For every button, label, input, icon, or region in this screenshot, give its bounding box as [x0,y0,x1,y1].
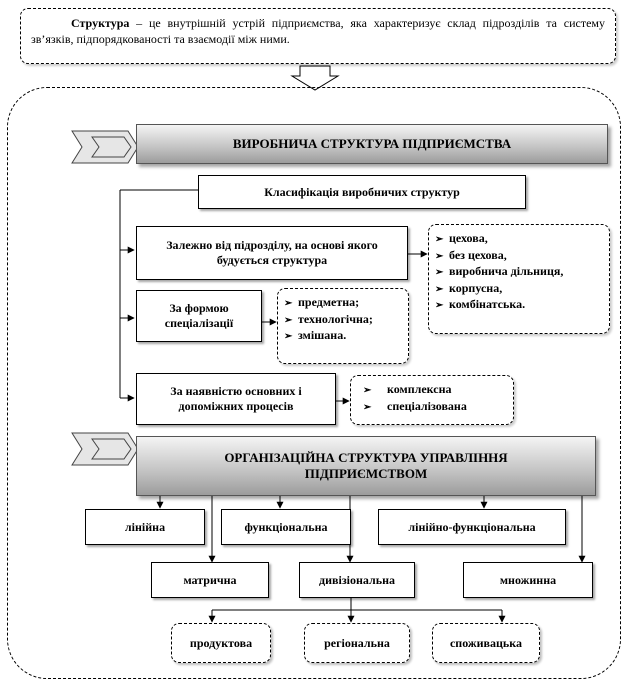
processes-list: ➢комплексна ➢спеціалізована [350,375,514,425]
double-chevron-icon [71,432,139,466]
specialization-list: ➢предметна; ➢технологічна; ➢змішана. [277,288,409,364]
management-structure-header: ОРГАНІЗАЦІЙНА СТРУКТУРА УПРАВЛІННЯ ПІДПР… [136,436,596,496]
list-item: ➢комбінатська. [435,297,526,311]
subdivision-list: ➢цехова, ➢без цехова, ➢виробнича дільниц… [428,224,610,334]
production-tree-lines [119,189,428,405]
list-item: ➢технологічна; [284,311,373,326]
type-linear: лінійна [85,509,205,545]
list-item: ➢спеціалізована [363,398,467,413]
type-multiple: множинна [463,562,593,598]
divisional-consumer: споживацька [432,623,540,663]
definition-box: Структура – це внутрішній устрій підприє… [20,8,616,64]
definition-text: – це внутрішній устрій підприємства, яка… [31,16,605,47]
check-arrow-icon: ➢ [435,283,444,295]
type-linear-functional: лінійно-функціональна [378,509,566,545]
classification-box: Класифікація виробничих структур [198,175,526,209]
check-arrow-icon: ➢ [284,331,293,342]
type-matrix: матрична [151,562,269,598]
divisional-regional: регіональна [304,623,410,663]
list-item: ➢без цехова, [435,247,507,262]
double-chevron-icon [71,130,139,164]
list-item: ➢змішана. [284,328,347,342]
list-item: ➢цехова, [435,231,488,245]
criterion-subdivision: Залежно від підрозділу, на основі якого … [136,226,408,280]
list-item: ➢комплексна [363,382,452,396]
divisional-product: продуктова [171,623,271,663]
list-item: ➢предметна; [284,295,360,309]
check-arrow-icon: ➢ [435,250,444,262]
list-item: ➢корпусна, [435,280,503,295]
production-structure-header: ВИРОБНИЧА СТРУКТУРА ПІДПРИЄМСТВА [136,124,608,164]
management-tree-lines [156,496,586,623]
type-functional: функціональна [221,509,351,545]
check-arrow-icon: ➢ [284,314,293,326]
list-item: ➢виробнича дільниця, [435,264,564,278]
block-arrow-down-icon [290,65,340,91]
check-arrow-icon: ➢ [363,401,372,413]
check-arrow-icon: ➢ [284,298,293,309]
check-arrow-icon: ➢ [435,234,444,245]
check-arrow-icon: ➢ [435,267,444,278]
criterion-specialization: За формою спеціалізації [136,290,262,342]
definition-term: Структура [71,16,130,30]
check-arrow-icon: ➢ [363,385,372,396]
check-arrow-icon: ➢ [435,300,444,311]
type-divisional: дивізіональна [299,562,415,598]
main-frame [7,87,621,679]
criterion-processes: За наявністю основних і допоміжних проце… [136,373,336,425]
